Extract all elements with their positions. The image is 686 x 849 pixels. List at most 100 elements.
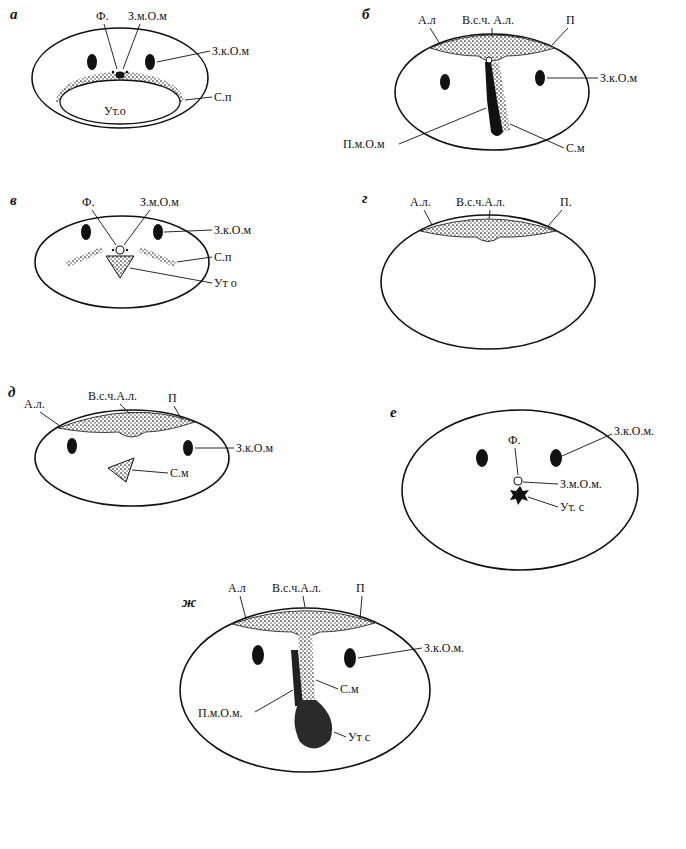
leader-line (195, 448, 234, 449)
leader-lines (104, 24, 212, 100)
panel-letter: д (8, 384, 15, 400)
leader-line (255, 690, 293, 712)
part-label: П (356, 581, 365, 595)
leader-line (399, 108, 486, 144)
leader-lines (40, 404, 234, 473)
leader-line (562, 434, 612, 456)
section-a (32, 28, 208, 128)
section-outline (35, 216, 209, 308)
stippled-layer (139, 247, 176, 267)
part-label: В.с.ч.А.л. (272, 581, 321, 595)
leader-line (528, 497, 558, 507)
part-label: С.м (170, 466, 189, 480)
leader-line (515, 448, 518, 475)
section-outline (402, 410, 638, 570)
leader-line (547, 78, 598, 79)
leader-lines (399, 28, 598, 148)
stippled-layer (66, 247, 103, 267)
section-outline (395, 34, 589, 150)
part-label: З.к.О.м (212, 44, 249, 58)
black-body (550, 449, 562, 467)
part-label: В.с.ч.А.л. (456, 195, 505, 209)
section-g (180, 608, 430, 772)
leader-line (240, 596, 246, 619)
leader-line (177, 257, 212, 262)
leader-line (360, 596, 362, 619)
black-body (535, 70, 545, 86)
part-label: З.к.О.м (236, 441, 273, 455)
section-d (381, 215, 595, 349)
section-outline (32, 28, 208, 128)
leader-line (40, 412, 60, 426)
black-strand (291, 650, 303, 706)
leader-line (174, 406, 182, 420)
part-label: С.п (214, 250, 231, 264)
black-body (145, 54, 155, 70)
leader-lines (515, 434, 612, 507)
part-label: А.л. (410, 195, 431, 209)
panel-letter: г (362, 190, 368, 206)
black-body (67, 438, 77, 454)
part-label: Ф. (508, 433, 520, 447)
black-body (440, 74, 450, 90)
cell-cluster (116, 72, 125, 79)
leader-line (523, 482, 558, 484)
section-e (35, 410, 229, 506)
part-label: П. (560, 195, 572, 209)
cavity-outline (60, 80, 180, 124)
leader-line (164, 230, 212, 232)
part-label: П.м.О.м (343, 137, 385, 151)
small-circle (486, 57, 492, 63)
section-outline (35, 410, 229, 506)
leader-line (548, 210, 562, 226)
part-label: А.л (418, 13, 436, 27)
panel-letter: б (362, 6, 370, 22)
black-drop (295, 700, 333, 749)
part-label: З.м.О.м (140, 195, 179, 209)
part-label: А.л (228, 581, 246, 595)
part-label: С.м (340, 682, 359, 696)
leader-line (510, 124, 564, 148)
leader-line (120, 404, 130, 414)
part-label: С.п (214, 90, 231, 104)
leader-line (424, 210, 432, 225)
part-label: Ут с (348, 730, 370, 744)
part-label: П.м.О.м. (198, 706, 243, 720)
panel-letter: а (10, 6, 18, 22)
part-label: З.к.О.м. (424, 641, 464, 655)
black-strand (485, 62, 503, 136)
section-b (395, 34, 589, 150)
part-label: В.с.ч.А.л. (88, 389, 137, 403)
cell-dot (112, 71, 115, 74)
part-label: Ут.о (104, 104, 126, 118)
leader-line (157, 51, 210, 62)
cell-dot (112, 249, 114, 251)
leader-line (104, 24, 117, 69)
small-circle (116, 246, 124, 254)
panel-letter: в (10, 192, 17, 208)
leader-line (123, 24, 140, 69)
part-label: З.м.О.м. (560, 477, 602, 491)
section-outline (381, 215, 595, 349)
part-label: С.м (566, 141, 585, 155)
stippled-layer (420, 219, 556, 242)
cell-dot (126, 249, 128, 251)
leader-line (303, 596, 305, 607)
section-outline (180, 608, 430, 772)
black-body (476, 449, 488, 467)
leader-lines (92, 210, 212, 283)
leader-lines (240, 596, 422, 737)
small-circle (514, 477, 522, 485)
panel-letter: ж (182, 594, 196, 610)
black-body (183, 440, 193, 456)
stippled-layer (58, 412, 195, 437)
black-body (344, 648, 356, 668)
leader-line (430, 28, 440, 44)
stippled-cup (106, 256, 134, 278)
part-label: П (566, 13, 575, 27)
leader-line (358, 648, 422, 658)
leader-line (316, 680, 338, 689)
part-label: Ф. (82, 195, 94, 209)
